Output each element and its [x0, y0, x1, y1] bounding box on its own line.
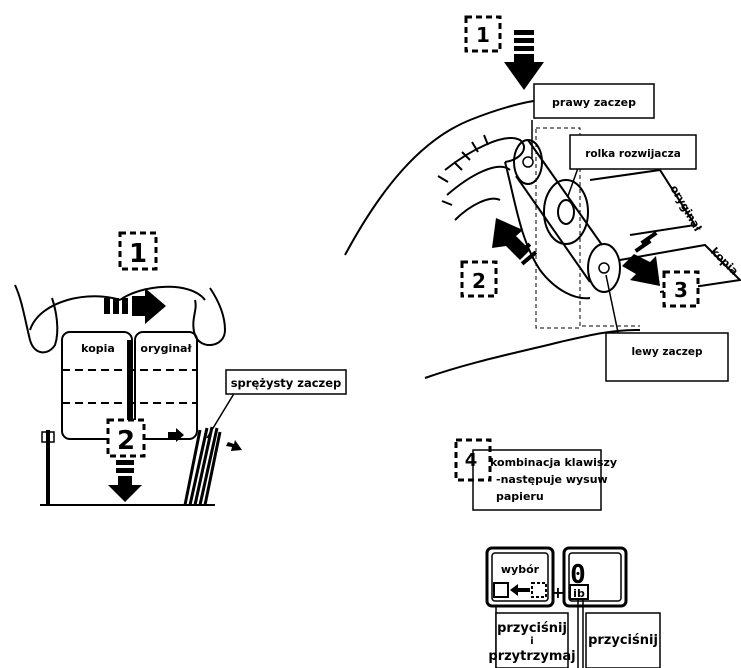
finger-3-outline [454, 197, 501, 221]
left-thumb-outline [14, 284, 59, 354]
oryginal-sheet [134, 331, 198, 440]
combination-callout-box [472, 449, 602, 511]
step-2-number-right: 2 [472, 269, 486, 293]
roller-right-end [513, 139, 543, 185]
left-clip-leader [605, 274, 621, 343]
step-4-number: 4 [465, 450, 478, 471]
spring-clip-lines [183, 426, 222, 506]
step-1-number-left: 1 [129, 239, 147, 269]
zero-key-sub-label: ib [573, 587, 585, 600]
push-down-arrow [108, 460, 142, 502]
roller-middle [543, 179, 589, 245]
step-1-box-left [118, 231, 158, 271]
right-clip-label: prawy zaczep [552, 96, 636, 109]
right-clip-callout-box [533, 83, 655, 119]
left-clip-label: lewy zaczep [631, 346, 703, 358]
label-kopia: kopia [81, 342, 115, 355]
left-clip-marker [41, 431, 55, 443]
roller-dashed-outline [535, 127, 581, 329]
lower-arm-outline [424, 329, 641, 379]
left-clip-marker [598, 262, 610, 274]
step-3-box-right [662, 270, 700, 308]
right-clip-marker [522, 156, 534, 168]
step-1-box-right [464, 15, 502, 53]
finger-1-outline [444, 137, 525, 171]
spring-clip-leader [206, 386, 239, 439]
left-panel-illustration [14, 284, 239, 506]
caption-left-line-2: i [530, 636, 533, 647]
hand-inner-outline [504, 161, 591, 300]
left-hand-outline [29, 295, 121, 331]
wybor-key-label: wybór [501, 563, 540, 576]
caption-left-box [495, 612, 569, 668]
step-2-number-left: 2 [117, 426, 135, 456]
roller-callout-box [569, 134, 697, 170]
right-thumb-outline [192, 287, 227, 346]
spring-clip-label: sprężysty zaczep [231, 376, 342, 390]
combination-text-line-1: kombinacja klawiszy [490, 456, 617, 469]
roller-top-edge [527, 139, 603, 246]
roller-core [557, 199, 575, 225]
paper-kopia-strip [619, 243, 741, 293]
step-2-box-right [460, 260, 498, 298]
roller-leader [567, 167, 579, 197]
paper-kopia-label: kopia [708, 245, 741, 278]
combination-text-line-2: -następuje wysuw [496, 473, 608, 486]
small-right-arrow-1 [168, 428, 184, 442]
step-3-number-right: 3 [674, 278, 688, 302]
caption-left-line-1: przyciśnij [497, 621, 567, 636]
hand-top-outline [119, 285, 206, 301]
zero-key-sub-box [569, 584, 589, 600]
label-oryginal: oryginał [140, 342, 192, 355]
small-right-arrow-2 [226, 440, 242, 451]
push-right-arrow [104, 288, 166, 324]
up-left-arrow [492, 218, 538, 266]
zero-key-inner [568, 552, 622, 602]
finger-2-outline [446, 165, 511, 196]
caption-right-box [585, 612, 661, 668]
plus-sign: + [551, 583, 564, 602]
down-right-arrow [622, 231, 660, 286]
right-down-arrow [504, 30, 544, 90]
roller-left-end [587, 243, 621, 293]
caption-right-text: przyciśnij [588, 633, 658, 648]
step-1-number-right: 1 [476, 23, 490, 47]
wybor-key-inner [491, 552, 549, 602]
paper-oryginal-strip [589, 168, 697, 236]
left-clip-callout-box [605, 332, 729, 382]
zero-key[interactable]: 0 ib [562, 546, 628, 608]
combination-text-line-3: papieru [496, 490, 544, 503]
roller-bottom-edge [515, 175, 591, 283]
wybor-key-square [493, 582, 509, 598]
step-2-box-left [106, 418, 146, 458]
wybor-key[interactable]: wybór [485, 546, 555, 608]
zero-key-label: 0 [570, 560, 586, 590]
upper-arm-outline [344, 99, 546, 256]
left-arrow-icon [510, 584, 530, 596]
hand-texture-lines [437, 134, 489, 206]
wybor-key-dashed-square [531, 582, 547, 598]
right-panel-illustration [344, 99, 741, 379]
roller-label: rolka rozwijacza [585, 148, 681, 160]
spring-clip-callout-box [225, 369, 347, 395]
caption-left-line-3: przytrzymaj [488, 649, 575, 664]
